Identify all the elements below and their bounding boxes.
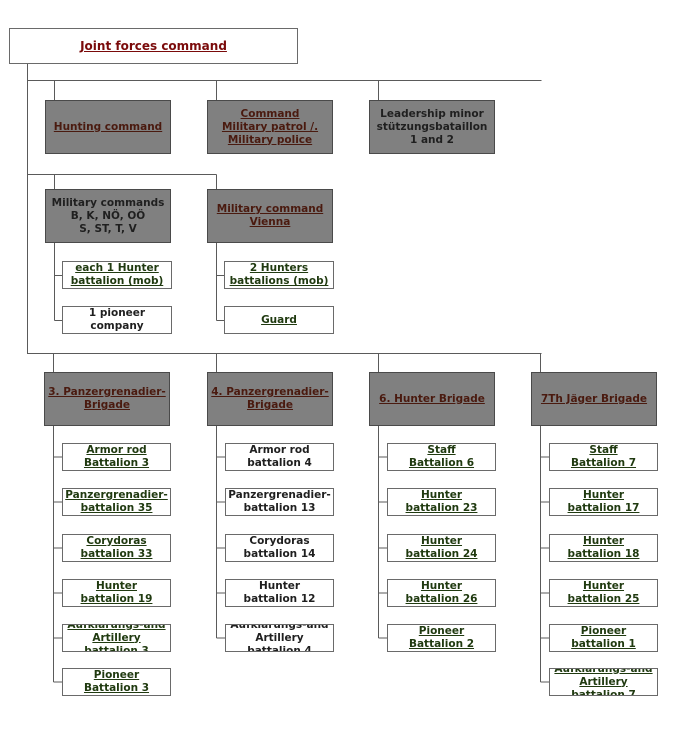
node-guard[interactable]: Guard <box>224 306 334 334</box>
node-guard-label: Guard <box>261 313 297 326</box>
node-command-military-patrol-military-police[interactable]: Command Military patrol /. Military poli… <box>207 100 333 154</box>
unit-armor-rod-battalion-3[interactable]: Armor rod Battalion 3 <box>62 443 171 471</box>
node-military-commands-b-k-no-oo-s-st-t-v: Military commands B, K, NÖ, OÖ S, ST, T,… <box>45 189 171 243</box>
unit-hunter-battalion-23-label: Hunter battalion 23 <box>405 489 478 514</box>
node-2-hunters-battalions-mob-label: 2 Hunters battalions (mob) <box>229 262 329 287</box>
unit-corydoras-battalion-33[interactable]: Corydoras battalion 33 <box>62 534 171 562</box>
unit-armor-rod-battalion-4-label: Armor rod battalion 4 <box>247 444 312 469</box>
unit-corydoras-battalion-33-label: Corydoras battalion 33 <box>80 535 153 560</box>
brigade-4-panzergrenadier-brigade[interactable]: 4. Panzergrenadier- Brigade <box>207 372 333 426</box>
unit-aufklarungs-and-artillery-battalion-7-label: Aufklärungs-and Artillery battalion 7 <box>554 668 653 696</box>
unit-pioneer-battalion-3-label: Pioneer Battalion 3 <box>83 669 150 694</box>
unit-panzergrenadier-battalion-13: Panzergrenadier- battalion 13 <box>225 488 334 516</box>
unit-hunter-battalion-25-label: Hunter battalion 25 <box>567 580 640 605</box>
unit-staff-battalion-6[interactable]: Staff Battalion 6 <box>387 443 496 471</box>
brigade-6-hunter-brigade-label: 6. Hunter Brigade <box>379 392 485 405</box>
brigade-3-panzergrenadier-brigade-label: 3. Panzergrenadier- Brigade <box>48 386 166 411</box>
node-2-hunters-battalions-mob[interactable]: 2 Hunters battalions (mob) <box>224 261 334 289</box>
unit-corydoras-battalion-14-label: Corydoras battalion 14 <box>243 535 316 560</box>
unit-hunter-battalion-18[interactable]: Hunter battalion 18 <box>549 534 658 562</box>
unit-panzergrenadier-battalion-35-label: Panzergrenadier- battalion 35 <box>65 489 168 514</box>
node-leadership-minor-stutzungsbataillon-1-and-2: Leadership minor stützungsbataillon 1 an… <box>369 100 495 154</box>
unit-armor-rod-battalion-4: Armor rod battalion 4 <box>225 443 334 471</box>
unit-hunter-battalion-12-label: Hunter battalion 12 <box>243 580 316 605</box>
unit-hunter-battalion-25[interactable]: Hunter battalion 25 <box>549 579 658 607</box>
node-command-military-patrol-military-police-label: Command Military patrol /. Military poli… <box>221 107 319 146</box>
node-each-1-hunter-battalion-mob[interactable]: each 1 Hunter battalion (mob) <box>62 261 172 289</box>
unit-staff-battalion-6-label: Staff Battalion 6 <box>408 444 475 469</box>
node-military-commands-b-k-no-oo-s-st-t-v-label: Military commands B, K, NÖ, OÖ S, ST, T,… <box>51 196 165 235</box>
unit-hunter-battalion-24-label: Hunter battalion 24 <box>405 535 478 560</box>
unit-pioneer-battalion-3[interactable]: Pioneer Battalion 3 <box>62 668 171 696</box>
node-1-pioneer-company-label: 1 pioneer company <box>88 307 146 332</box>
unit-aufklarungs-and-artillery-battalion-7[interactable]: Aufklärungs-and Artillery battalion 7 <box>549 668 658 696</box>
unit-hunter-battalion-19[interactable]: Hunter battalion 19 <box>62 579 171 607</box>
unit-pioneer-battalion-2[interactable]: Pioneer Battalion 2 <box>387 624 496 652</box>
brigade-3-panzergrenadier-brigade[interactable]: 3. Panzergrenadier- Brigade <box>44 372 170 426</box>
unit-pioneer-battalion-2-label: Pioneer Battalion 2 <box>408 625 475 650</box>
unit-aufklarungs-and-artillery-battalion-3-label: Aufklärungs-and Artillery battalion 3 <box>67 624 166 652</box>
node-hunting-command-label: Hunting command <box>53 120 163 133</box>
node-leadership-minor-stutzungsbataillon-1-and-2-label: Leadership minor stützungsbataillon 1 an… <box>376 107 488 146</box>
unit-aufklarungs-and-artillery-battalion-4: Aufklärungs-and Artillery battalion 4 <box>225 624 334 652</box>
root-joint-forces-command-label: Joint forces command <box>80 38 227 53</box>
unit-corydoras-battalion-14: Corydoras battalion 14 <box>225 534 334 562</box>
brigade-7th-jager-brigade[interactable]: 7Th Jäger Brigade <box>531 372 657 426</box>
node-1-pioneer-company: 1 pioneer company <box>62 306 172 334</box>
unit-aufklarungs-and-artillery-battalion-4-label: Aufklärungs-and Artillery battalion 4 <box>230 624 329 652</box>
unit-hunter-battalion-23[interactable]: Hunter battalion 23 <box>387 488 496 516</box>
root-joint-forces-command[interactable]: Joint forces command <box>9 28 298 64</box>
brigade-6-hunter-brigade[interactable]: 6. Hunter Brigade <box>369 372 495 426</box>
brigade-4-panzergrenadier-brigade-label: 4. Panzergrenadier- Brigade <box>211 386 329 411</box>
unit-hunter-battalion-18-label: Hunter battalion 18 <box>567 535 640 560</box>
node-military-command-vienna-label: Military command Vienna <box>216 203 324 228</box>
unit-panzergrenadier-battalion-35[interactable]: Panzergrenadier- battalion 35 <box>62 488 171 516</box>
unit-hunter-battalion-24[interactable]: Hunter battalion 24 <box>387 534 496 562</box>
unit-hunter-battalion-17[interactable]: Hunter battalion 17 <box>549 488 658 516</box>
unit-hunter-battalion-19-label: Hunter battalion 19 <box>80 580 153 605</box>
node-military-command-vienna[interactable]: Military command Vienna <box>207 189 333 243</box>
unit-pioneer-battalion-1-label: Pioneer battalion 1 <box>571 625 636 650</box>
unit-hunter-battalion-12: Hunter battalion 12 <box>225 579 334 607</box>
unit-aufklarungs-and-artillery-battalion-3[interactable]: Aufklärungs-and Artillery battalion 3 <box>62 624 171 652</box>
unit-panzergrenadier-battalion-13-label: Panzergrenadier- battalion 13 <box>228 489 331 514</box>
unit-pioneer-battalion-1[interactable]: Pioneer battalion 1 <box>549 624 658 652</box>
node-hunting-command[interactable]: Hunting command <box>45 100 171 154</box>
unit-hunter-battalion-17-label: Hunter battalion 17 <box>567 489 640 514</box>
unit-staff-battalion-7-label: Staff Battalion 7 <box>570 444 637 469</box>
unit-hunter-battalion-26[interactable]: Hunter battalion 26 <box>387 579 496 607</box>
unit-staff-battalion-7[interactable]: Staff Battalion 7 <box>549 443 658 471</box>
brigade-7th-jager-brigade-label: 7Th Jäger Brigade <box>540 392 648 405</box>
unit-hunter-battalion-26-label: Hunter battalion 26 <box>405 580 478 605</box>
node-each-1-hunter-battalion-mob-label: each 1 Hunter battalion (mob) <box>70 262 164 287</box>
unit-armor-rod-battalion-3-label: Armor rod Battalion 3 <box>83 444 150 469</box>
